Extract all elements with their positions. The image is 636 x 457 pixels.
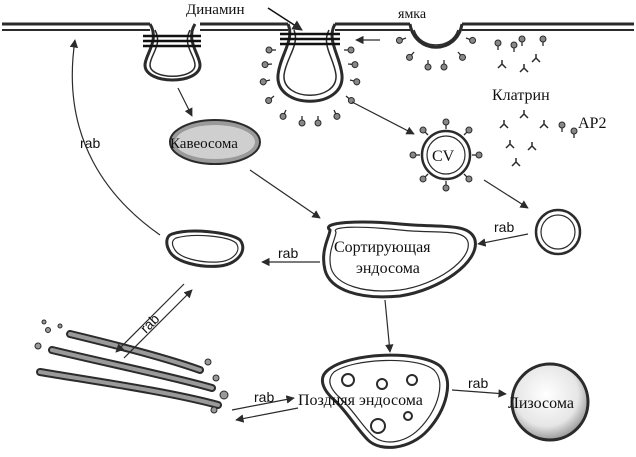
recycling-to-membrane-arrow xyxy=(69,39,161,236)
cv-label: CV xyxy=(432,148,455,165)
late-endosome-label: Поздняя эндосома xyxy=(298,392,423,409)
dynamin-pointer xyxy=(267,7,303,31)
pit-label: ямка xyxy=(398,7,427,22)
sorting-endosome xyxy=(322,220,477,299)
recycling-endosome xyxy=(165,229,245,268)
caveosome xyxy=(169,119,261,165)
ap2-molecules xyxy=(497,53,549,167)
rab-cv-label: rab xyxy=(494,219,514,235)
lysosome xyxy=(510,362,590,442)
clathrin-label: Клатрин xyxy=(492,87,550,104)
rab-lysosome-label: rab xyxy=(468,375,488,391)
clathrin-coated-vesicle-budding xyxy=(258,23,362,127)
cv-to-uncoated-arrow xyxy=(483,179,529,209)
clathrin-coated-vesicle-cv xyxy=(409,118,483,192)
clathrin-coated-pit xyxy=(394,23,478,71)
caveola-invagination xyxy=(143,23,202,82)
late-to-lysosome-arrow xyxy=(451,389,507,398)
plasma-membrane xyxy=(2,22,634,31)
recycling-golgi-double-arrow xyxy=(115,283,193,359)
lysosome-label: Лизосома xyxy=(508,395,574,412)
caveola-to-caveosome-arrow xyxy=(177,87,193,117)
dynamin-label: Динамин xyxy=(186,2,245,18)
uncoated-vesicle xyxy=(534,208,582,256)
dynamin-coil-left xyxy=(143,34,201,48)
caveosome-label: Кавеосома xyxy=(170,136,238,152)
sorting-to-late-arrow xyxy=(384,299,394,353)
rab-late-lower-label: rab xyxy=(254,389,274,405)
golgi-apparatus xyxy=(34,319,229,414)
golgi-late-double-arrow xyxy=(231,395,299,423)
dynamin-coil-right xyxy=(280,32,340,46)
caveosome-to-sorting-arrow xyxy=(249,169,321,219)
rab-left-label: rab xyxy=(80,135,100,151)
late-endosome xyxy=(321,353,450,449)
vesicle-to-sorting-arrow xyxy=(477,233,529,247)
rab-golgi-label: rab xyxy=(137,310,163,336)
ap2-label: АР2 xyxy=(578,115,606,132)
sorting-endosome-label-line2: эндосома xyxy=(356,260,420,277)
rab-recycling-label: rab xyxy=(278,245,298,261)
sorting-endosome-label-line1: Сортирующая xyxy=(334,239,431,256)
bud-to-cv-arrow xyxy=(351,101,415,135)
